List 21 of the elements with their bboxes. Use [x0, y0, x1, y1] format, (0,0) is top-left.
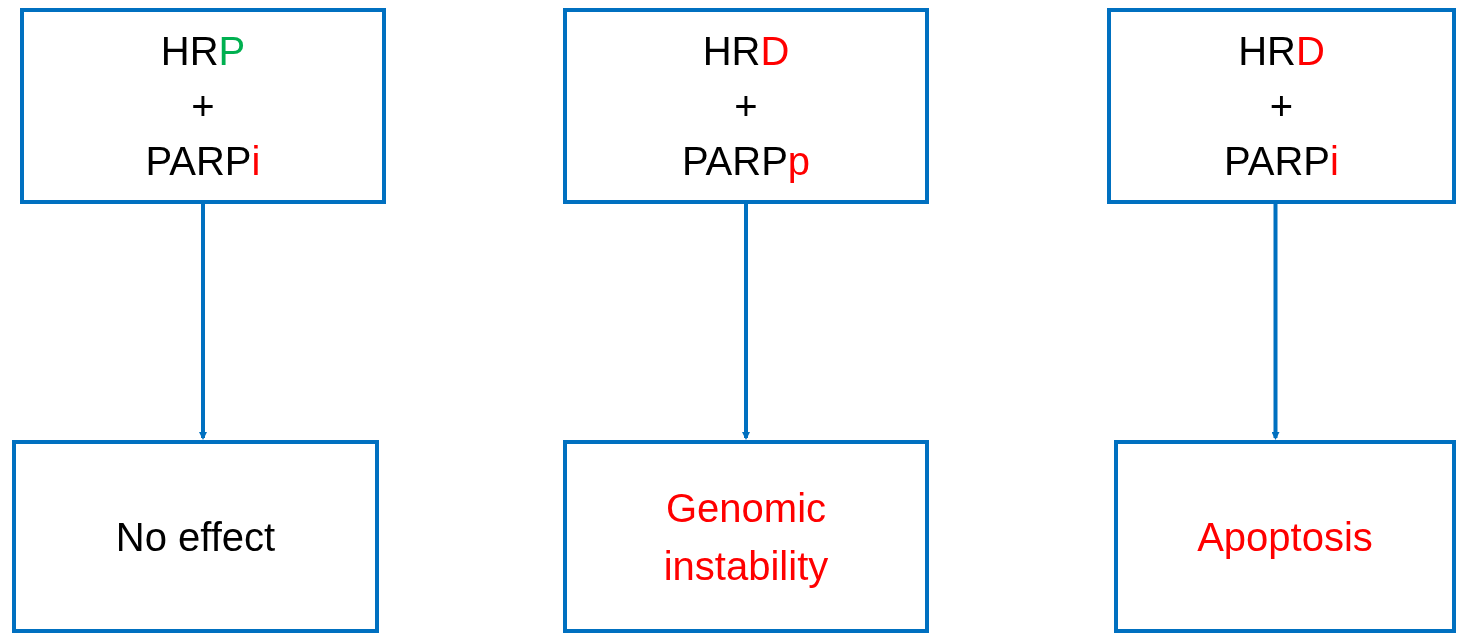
arrow	[1271, 204, 1280, 440]
node-text: Apoptosis	[1197, 513, 1373, 561]
node-text: Genomic instability	[662, 484, 830, 590]
arrow	[742, 204, 750, 440]
process-box	[1107, 8, 1456, 204]
node-text: HRD	[702, 28, 790, 75]
node-text: PARPi	[1224, 138, 1339, 185]
process-box	[563, 440, 929, 633]
process-box	[1114, 440, 1456, 633]
process-box	[12, 440, 379, 633]
node-text: HRD	[1238, 28, 1325, 75]
node-text: No effect	[115, 513, 276, 561]
node-text: PARPp	[681, 138, 811, 185]
node-text: PARPi	[145, 138, 261, 185]
node-text: +	[734, 83, 758, 130]
process-box	[20, 8, 386, 204]
arrow	[199, 204, 207, 440]
node-text: +	[1269, 83, 1294, 130]
node-text: HRP	[160, 28, 246, 75]
node-text: +	[191, 83, 215, 130]
process-box	[563, 8, 929, 204]
